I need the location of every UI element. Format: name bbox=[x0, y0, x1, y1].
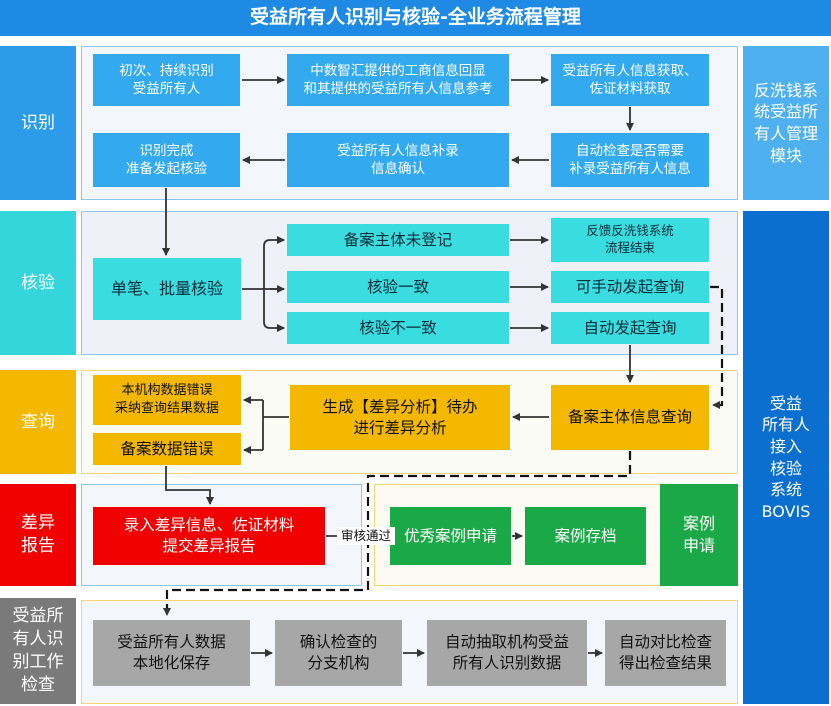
node-record-query[interactable]: 备案主体信息查询 bbox=[551, 385, 709, 450]
node-extract-data[interactable]: 自动抽取机构受益 所有人识别数据 bbox=[427, 620, 587, 686]
lane-label-verify: 核验 bbox=[0, 211, 76, 355]
node-auto-check-supplement[interactable]: 自动检查是否需要 补录受益所有人信息 bbox=[551, 133, 709, 187]
node-case-apply[interactable]: 优秀案例申请 bbox=[390, 507, 511, 565]
node-verify-inconsistent[interactable]: 核验不一致 bbox=[287, 312, 509, 344]
lane-label-diff-report: 差异 报告 bbox=[0, 484, 76, 586]
branch-verify bbox=[242, 239, 284, 329]
dashed-q1-check bbox=[163, 451, 632, 616]
node-single-batch-verify[interactable]: 单笔、批量核验 bbox=[93, 258, 241, 320]
node-supplement-confirm[interactable]: 受益所有人信息补录 信息确认 bbox=[287, 133, 509, 187]
aml-module-label: 反洗钱系 统受益所 有人管理 模块 bbox=[743, 46, 829, 200]
node-verify-consistent[interactable]: 核验一致 bbox=[287, 271, 509, 303]
lane-label-check: 受益所 有人识 别工作 检查 bbox=[0, 598, 76, 704]
bovis-label: 受益 所有人 接入 核验 系统 BOVIS bbox=[743, 211, 829, 704]
node-case-archive[interactable]: 案例存档 bbox=[525, 507, 646, 565]
node-auto-query[interactable]: 自动发起查询 bbox=[551, 312, 709, 344]
lane-label-query: 查询 bbox=[0, 370, 76, 474]
node-not-registered[interactable]: 备案主体未登记 bbox=[287, 224, 509, 256]
case-apply-label: 案例 申请 bbox=[660, 484, 738, 586]
node-submit-diff-report[interactable]: 录入差异信息、佐证材料 提交差异报告 bbox=[93, 507, 325, 565]
lane-label-identify: 识别 bbox=[0, 46, 76, 200]
node-info-obtain[interactable]: 受益所有人信息获取、 佐证材料获取 bbox=[551, 54, 709, 106]
node-identify-complete[interactable]: 识别完成 准备发起核验 bbox=[93, 133, 240, 187]
node-compare-result[interactable]: 自动对比检查 得出检查结果 bbox=[605, 620, 726, 686]
node-record-data-error[interactable]: 备案数据错误 bbox=[93, 433, 241, 465]
branch-query bbox=[262, 400, 289, 450]
page-title: 受益所有人识别与核验-全业务流程管理 bbox=[0, 0, 831, 36]
node-diff-analysis[interactable]: 生成【差异分析】待办 进行差异分析 bbox=[290, 385, 510, 450]
node-local-save[interactable]: 受益所有人数据 本地化保存 bbox=[93, 620, 250, 686]
audit-pass-label: 审核通过 bbox=[337, 527, 395, 545]
node-feedback-end[interactable]: 反馈反洗钱系统 流程结束 bbox=[551, 218, 709, 262]
node-manual-query[interactable]: 可手动发起查询 bbox=[551, 271, 709, 303]
node-business-info[interactable]: 中数智汇提供的工商信息回显 和其提供的受益所有人信息参考 bbox=[287, 54, 509, 106]
node-confirm-branch[interactable]: 确认检查的 分支机构 bbox=[275, 620, 402, 686]
dashed-v6-q1 bbox=[710, 285, 724, 409]
node-own-data-error[interactable]: 本机构数据错误 采纳查询结果数据 bbox=[93, 375, 241, 425]
arrow-q4-d1 bbox=[165, 466, 214, 505]
node-initial-identify[interactable]: 初次、持续识别 受益所有人 bbox=[93, 54, 240, 106]
